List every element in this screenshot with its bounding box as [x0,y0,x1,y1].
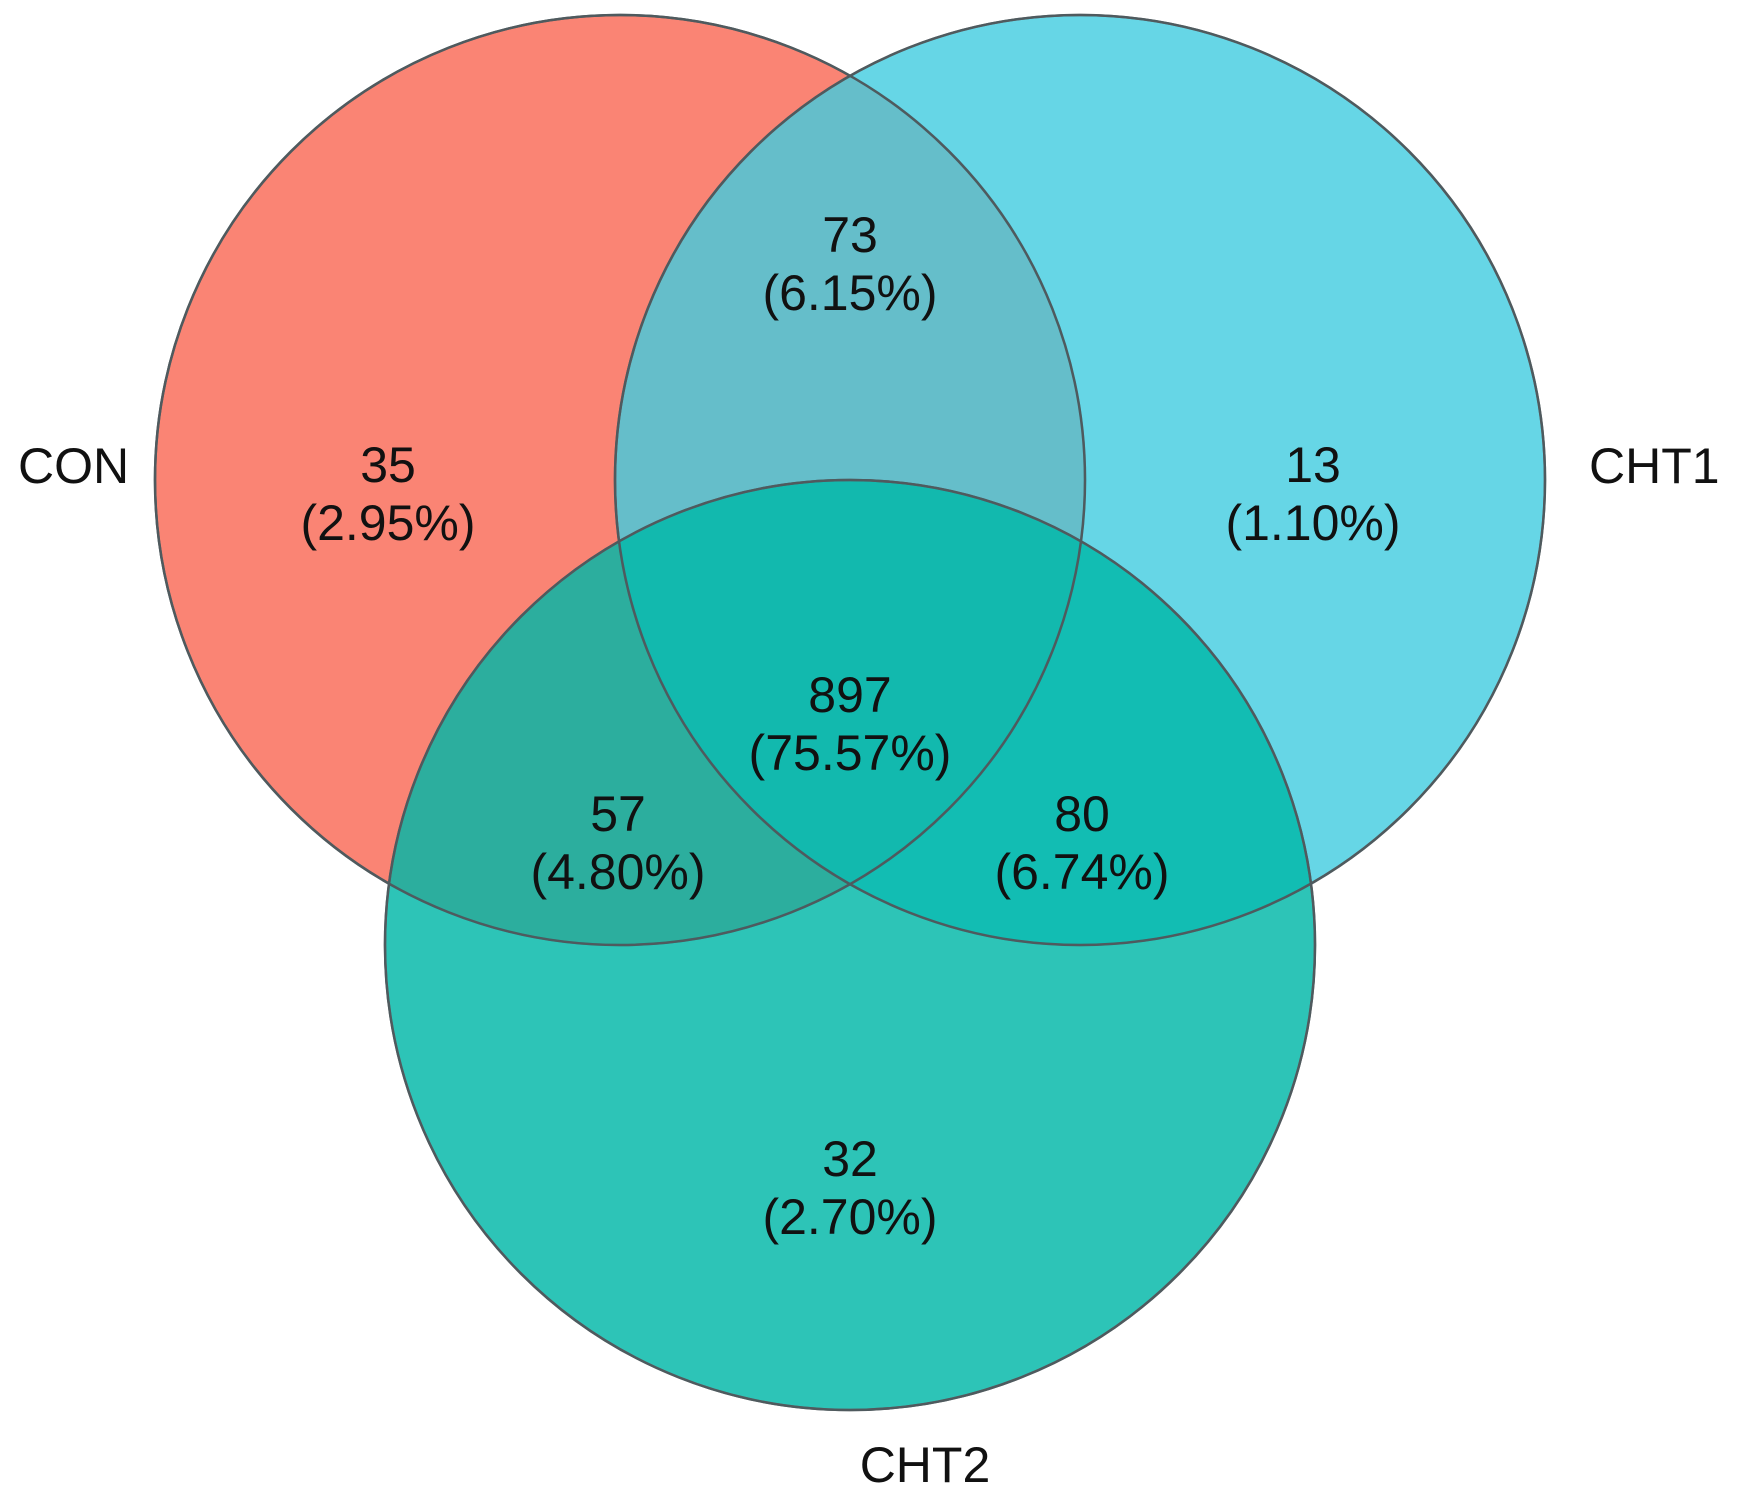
all-three-percent: (75.57%) [749,725,952,781]
con-set-label: CON [18,438,129,494]
cht1-set-label: CHT1 [1589,438,1720,494]
cht2-only-count: 32 [822,1131,878,1187]
con-only-percent: (2.95%) [300,495,475,551]
cht2-only-percent: (2.70%) [762,1189,937,1245]
cht2-outline [383,478,1317,1412]
cht1-only-percent: (1.10%) [1225,495,1400,551]
con-cht1-percent: (6.15%) [762,265,937,321]
cht1-only-count: 13 [1285,437,1341,493]
all-three-count: 897 [808,667,891,723]
cht2-circle [383,478,1317,1412]
cht2-set-label: CHT2 [860,1437,991,1493]
con-cht1-count: 73 [822,207,878,263]
con-only-count: 35 [360,437,416,493]
con-cht2-percent: (4.80%) [530,844,705,900]
cht1-cht2-percent: (6.74%) [994,844,1169,900]
cht1-cht2-count: 80 [1054,786,1110,842]
cht1-outline [613,13,1547,947]
con-cht2-count: 57 [590,786,646,842]
con-outline [153,13,1087,947]
